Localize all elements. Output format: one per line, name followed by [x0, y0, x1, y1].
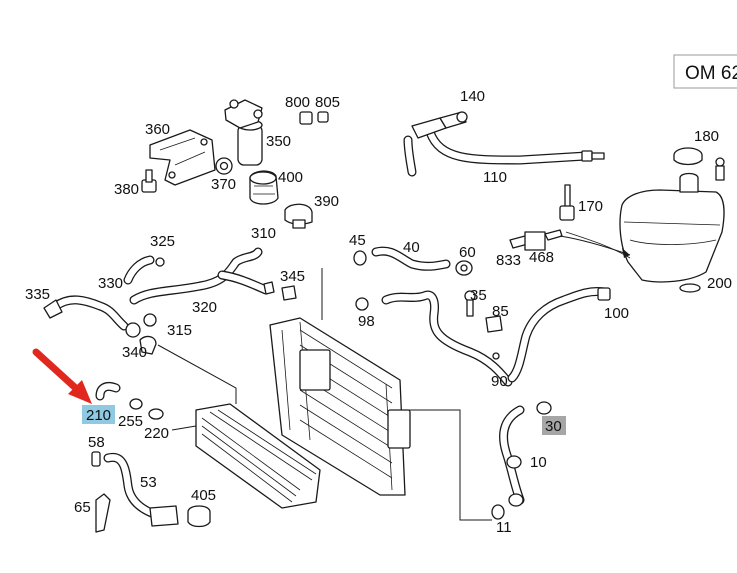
highlight-210	[82, 405, 115, 424]
callout-40[interactable]: 40	[403, 239, 420, 256]
callout-833[interactable]: 833	[496, 252, 521, 269]
hose-40-group	[353, 246, 473, 276]
electric-pump-group	[141, 99, 329, 229]
callout-53[interactable]: 53	[140, 474, 157, 491]
callout-220[interactable]: 220	[144, 425, 169, 442]
pointer-arrow	[32, 348, 92, 404]
hose-210-group	[95, 381, 164, 420]
callout-60[interactable]: 60	[459, 244, 476, 261]
callout-85[interactable]: 85	[492, 303, 509, 320]
callout-10[interactable]: 10	[530, 454, 547, 471]
callout-200[interactable]: 200	[707, 275, 732, 292]
callout-65[interactable]: 65	[74, 499, 91, 516]
callout-210[interactable]: 210	[86, 407, 111, 424]
callout-98[interactable]: 98	[358, 313, 375, 330]
callout-170[interactable]: 170	[578, 198, 603, 215]
callout-315[interactable]: 315	[167, 322, 192, 339]
hose-10-group	[491, 401, 552, 520]
callout-345[interactable]: 345	[280, 268, 305, 285]
callout-405[interactable]: 405	[191, 487, 216, 504]
callout-800[interactable]: 800	[285, 94, 310, 111]
callout-360[interactable]: 360	[145, 121, 170, 138]
callout-180[interactable]: 180	[694, 128, 719, 145]
hose-110-group	[403, 111, 605, 177]
model-label-box: OM 62	[673, 54, 737, 89]
callout-58[interactable]: 58	[88, 434, 105, 451]
callout-140[interactable]: 140	[460, 88, 485, 105]
hose-53-group	[91, 451, 211, 533]
expansion-tank	[509, 147, 725, 293]
highlight-30	[542, 416, 566, 435]
model-label: OM 62	[685, 63, 737, 84]
callout-468[interactable]: 468	[529, 249, 554, 266]
callout-330[interactable]: 330	[98, 275, 123, 292]
callout-340[interactable]: 340	[122, 344, 147, 361]
callout-255[interactable]: 255	[118, 413, 143, 430]
callout-100[interactable]: 100	[604, 305, 629, 322]
callout-320[interactable]: 320	[192, 299, 217, 316]
intercooler	[157, 344, 321, 509]
callout-380[interactable]: 380	[114, 181, 139, 198]
callout-labels: 360 800 805 350 380 370 400 390 140 110 …	[25, 88, 732, 536]
callout-35[interactable]: 35	[470, 287, 487, 304]
callout-350[interactable]: 350	[266, 133, 291, 150]
callout-90[interactable]: 90	[491, 373, 508, 390]
callout-110[interactable]: 110	[483, 169, 507, 186]
charge-air-hoses	[43, 247, 297, 355]
callout-30[interactable]: 30	[545, 418, 562, 435]
callout-11[interactable]: 11	[496, 519, 512, 536]
callout-370[interactable]: 370	[211, 176, 236, 193]
callout-45[interactable]: 45	[349, 232, 366, 249]
hose-90-group	[355, 287, 611, 387]
callout-335[interactable]: 335	[25, 286, 50, 303]
radiator	[269, 268, 492, 521]
callout-400[interactable]: 400	[278, 169, 303, 186]
callout-325[interactable]: 325	[150, 233, 175, 250]
callout-310[interactable]: 310	[251, 225, 276, 242]
callout-805[interactable]: 805	[315, 94, 340, 111]
callout-390[interactable]: 390	[314, 193, 339, 210]
